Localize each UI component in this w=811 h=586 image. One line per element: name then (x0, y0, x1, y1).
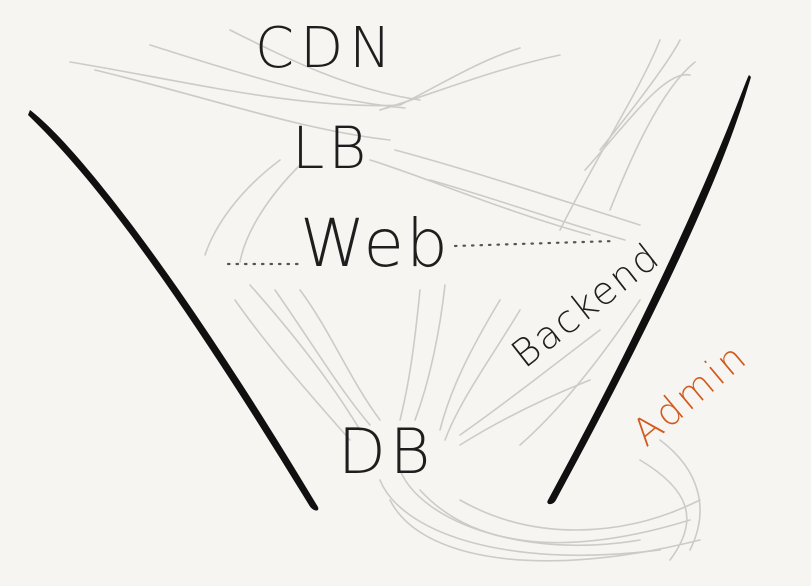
left-boundary-stroke (28, 110, 319, 511)
lb-label: LB (292, 114, 371, 182)
web-label: Web (300, 205, 450, 282)
db-label: DB (338, 415, 435, 488)
dotted-separator-line (226, 239, 617, 266)
pencil-shading (69, 29, 701, 562)
cdn-label: CDN (255, 16, 398, 81)
